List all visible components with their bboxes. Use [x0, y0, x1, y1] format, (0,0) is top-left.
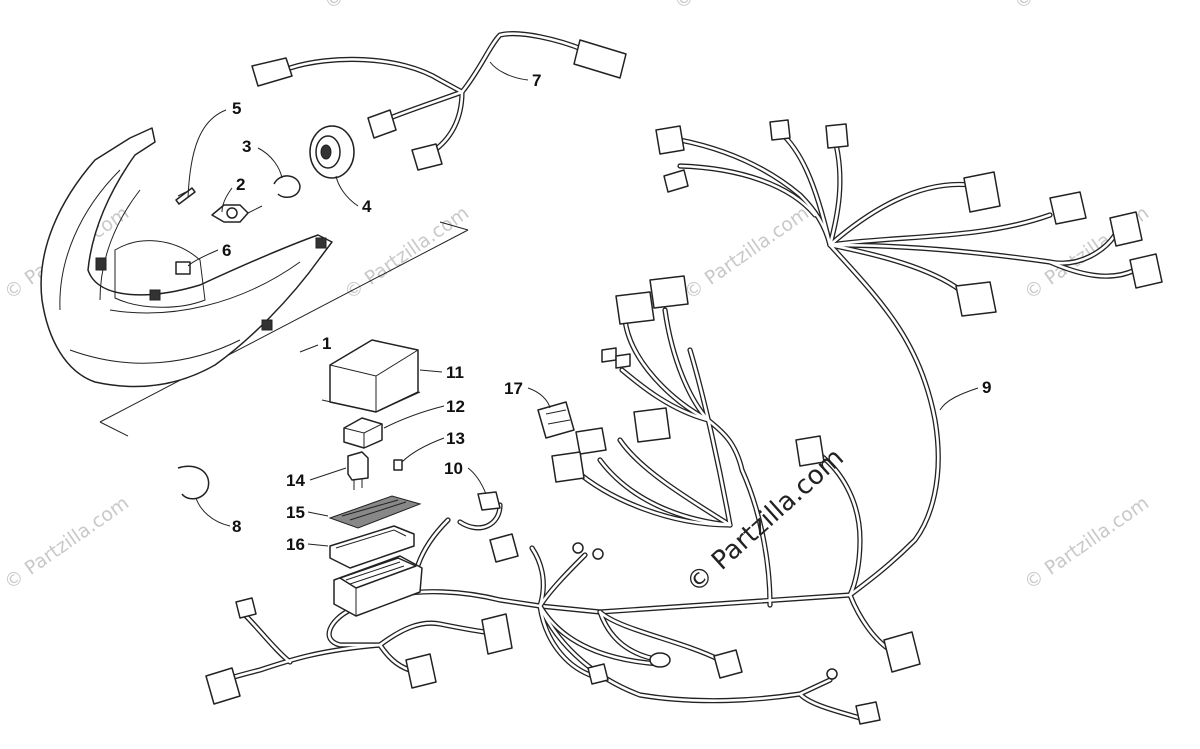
- callout-13: 13: [446, 429, 465, 448]
- rubber-boot-part-4: [309, 125, 355, 179]
- callout-12: 12: [446, 397, 465, 416]
- relay-part-12: [343, 417, 383, 449]
- callout-labels: 1 2 3 4 5 6 7 8 9 10 11 12 13 14 15 16 1…: [222, 71, 991, 554]
- callout-8: 8: [232, 517, 241, 536]
- watermark-text: © Partzilla.com: [670, 0, 803, 14]
- watermark-text: © Partzilla.com: [1010, 0, 1143, 14]
- callout-5: 5: [232, 99, 241, 118]
- callout-10: 10: [444, 459, 463, 478]
- headlight-housing: [40, 127, 333, 388]
- callout-7: 7: [532, 71, 541, 90]
- connector-part-17: [537, 401, 575, 439]
- callout-1: 1: [322, 334, 331, 353]
- housing-lens: [114, 240, 206, 308]
- callout-4: 4: [362, 197, 372, 216]
- callout-2: 2: [236, 175, 245, 194]
- bulb-part-2: [211, 204, 263, 223]
- relay-part-11: [321, 339, 421, 413]
- harness-part-9: [537, 119, 1163, 673]
- leader-12: [383, 405, 445, 429]
- leader-lines: [187, 61, 979, 547]
- leader-7: [489, 61, 529, 81]
- harness-part-7: [251, 31, 627, 171]
- retaining-ring-part-8: [177, 465, 210, 500]
- fuse-part-13: [393, 459, 403, 471]
- leader-4: [335, 175, 359, 207]
- relay-part-14: [347, 451, 369, 490]
- harness-9-inner: [538, 130, 1137, 652]
- gasket-part-15: [328, 495, 422, 529]
- leader-10: [467, 467, 487, 495]
- housing-inner-edge: [59, 169, 301, 364]
- leader-5: [187, 109, 227, 199]
- leader-17: [527, 387, 551, 409]
- watermark-text: © Partzilla.com: [340, 202, 473, 304]
- housing-mount-tab: [315, 237, 327, 249]
- headlight-assembly: [40, 127, 469, 437]
- housing-mount-tab: [261, 319, 273, 331]
- callout-3: 3: [242, 137, 251, 156]
- lower-harness: [205, 517, 881, 725]
- callout-6: 6: [222, 241, 231, 260]
- housing-mount-tab: [95, 257, 107, 271]
- leader-11: [419, 369, 443, 373]
- fuse-cover-part-16: [329, 525, 415, 569]
- leader-16: [307, 543, 329, 547]
- leader-6: [187, 249, 219, 267]
- leader-14: [309, 467, 347, 481]
- leader-9: [939, 387, 979, 411]
- retaining-clip-part-3: [273, 175, 301, 199]
- leader-15: [307, 511, 329, 517]
- callout-16: 16: [286, 535, 305, 554]
- leader-3: [257, 147, 283, 179]
- callout-9: 9: [982, 378, 991, 397]
- fuse-block: [333, 555, 423, 617]
- callout-11: 11: [446, 363, 464, 382]
- leader-13: [401, 437, 445, 463]
- callout-17: 17: [504, 379, 523, 398]
- connector-part-10: [457, 491, 503, 531]
- watermark-text: © Partzilla.com: [1020, 492, 1153, 594]
- assembly-bracket-line: [99, 221, 469, 437]
- watermark-text: © Partzilla.com: [320, 0, 453, 14]
- clip-part-6: [175, 261, 191, 275]
- watermark-text: © Partzilla.com: [0, 492, 133, 594]
- leader-8: [195, 497, 231, 527]
- callout-15: 15: [286, 503, 305, 522]
- callout-14: 14: [286, 471, 305, 490]
- screw-part-5: [175, 187, 196, 205]
- leader-1: [299, 344, 319, 353]
- watermark-text: © Partzilla.com: [680, 202, 813, 304]
- leader-2: [221, 187, 233, 213]
- housing-mount-tab: [149, 289, 161, 301]
